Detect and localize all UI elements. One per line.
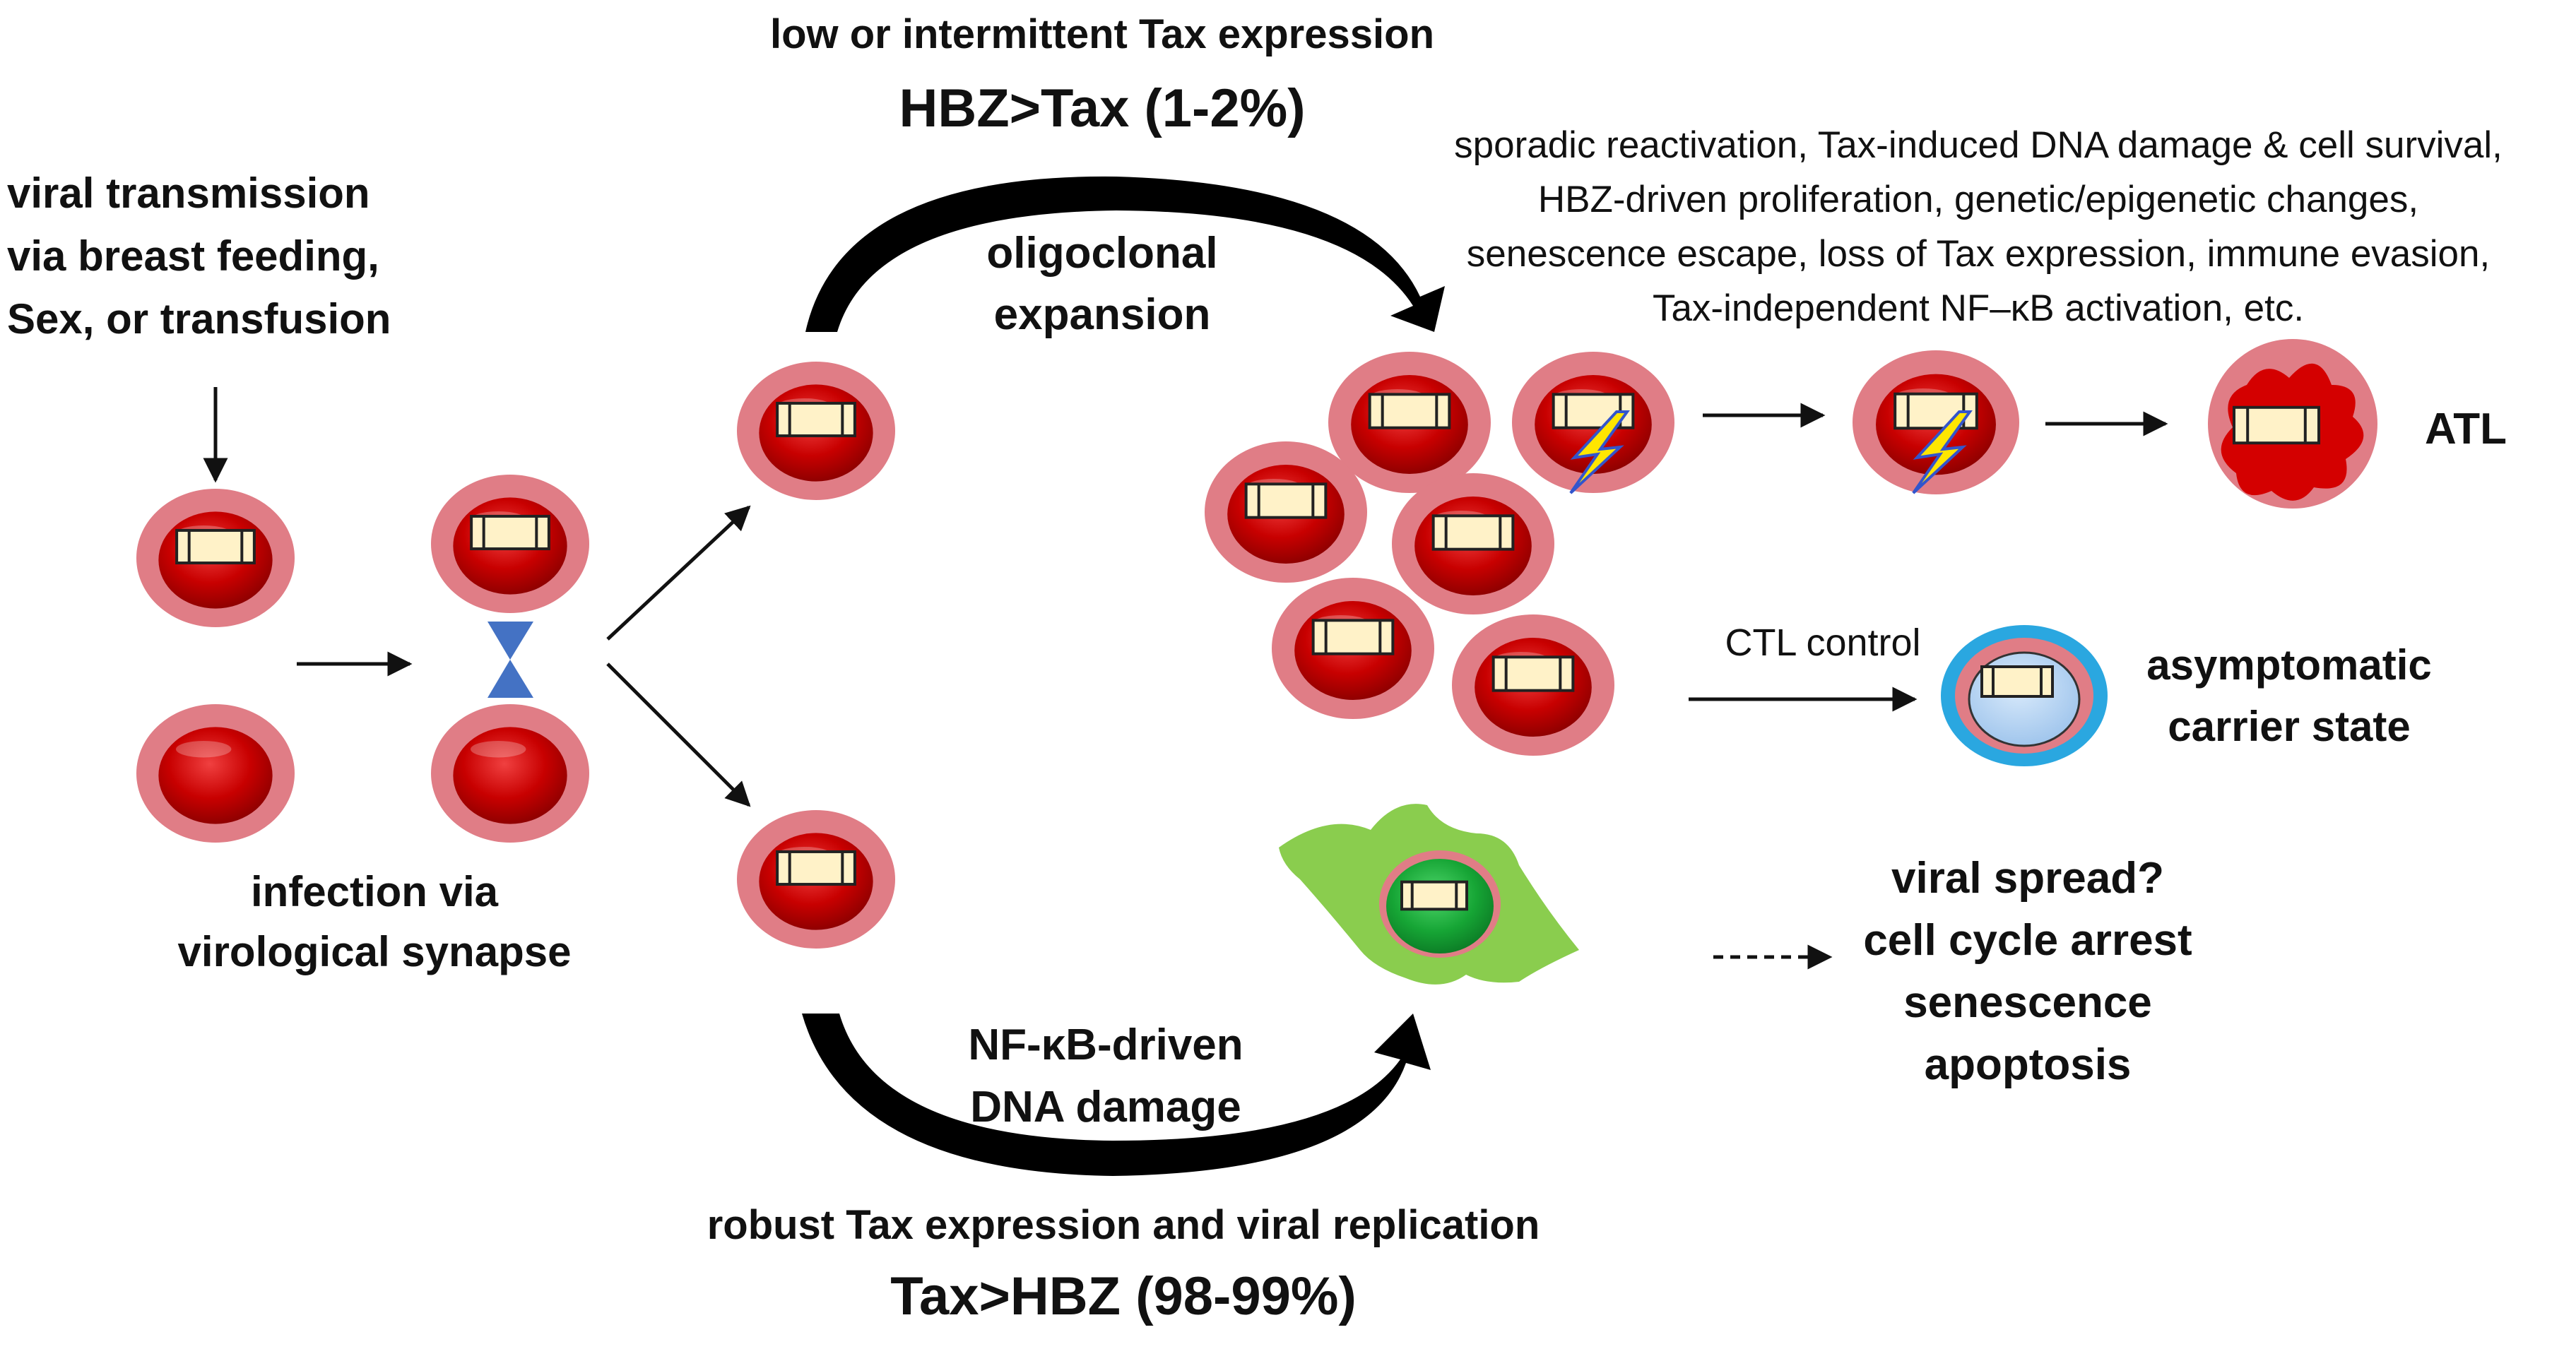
outcomes-label: viral spread? cell cycle arrest senescen… [1809,848,2247,1096]
infected-cell [737,810,895,949]
changes-line: HBZ-driven proliferation, genetic/epigen… [1537,178,2419,220]
infected-cell [1452,614,1614,756]
provirus-icon [1311,619,1395,655]
arrow [606,505,751,641]
infected-cell [1512,352,1674,494]
lightning-icon [1569,410,1630,494]
nfkb-line: NF-κB-driven [968,1021,1243,1069]
oligoclonal-line: expansion [993,290,1211,339]
outcome-line: viral spread? [1891,854,2164,903]
ctl-control-label: CTL control [1696,620,1950,667]
transmission-line: viral transmission [7,170,370,217]
infected-cell [1328,352,1491,493]
carrier-line: asymptomatic [2146,641,2432,689]
provirus-icon [1244,482,1328,519]
infected-cell [431,475,589,613]
bottom-line2: Tax>HBZ (98-99%) [890,1266,1357,1326]
changes-line: sporadic reactivation, Tax-induced DNA d… [1454,124,2503,166]
provirus-icon [1368,393,1451,429]
provirus-icon [1400,880,1468,911]
provirus-icon [1980,665,2054,698]
infected-cell [136,489,295,627]
atl-text: ATL [2425,405,2507,453]
arrow [606,662,751,807]
senescent-cell [1279,804,1579,985]
provirus-icon [470,514,550,551]
carrier-state-label: asymptomatic carrier state [2113,634,2466,757]
top-ratio-label: HBZ>Tax (1-2%) [820,76,1385,142]
nfkb-label: NF-κB-driven DNA damage [918,1014,1293,1139]
bottom-expression-label: robust Tax expression and viral replicat… [657,1201,1590,1251]
ctl-text: CTL control [1725,622,1921,664]
atl-cell [2208,339,2377,509]
provirus-icon [1431,514,1515,551]
infected-cell [737,362,895,500]
synapse-icon [488,622,533,698]
outcome-line: apoptosis [1924,1040,2132,1090]
top-expression-label: low or intermittent Tax expression [728,10,1477,60]
infected-cell [431,704,589,843]
outcome-line: senescence [1903,978,2152,1028]
arrows-layer [203,176,2168,1176]
provirus-icon [776,401,856,438]
oligoclonal-label: oligoclonal expansion [926,223,1279,346]
provirus-icon [1491,655,1575,692]
infected-cell [1205,441,1367,583]
changes-line: senescence escape, loss of Tax expressio… [1466,232,2491,275]
genetic-changes-list: sporadic reactivation, Tax-induced DNA d… [1385,119,2572,335]
atl-label: ATL [2416,403,2515,456]
provirus-icon [2233,405,2320,445]
provirus-icon [776,850,856,886]
lightning-icon [1912,410,1973,494]
ctl-controlled-cell [1941,625,2108,766]
cells-layer [136,339,2377,985]
infection-line: virological synapse [177,928,572,976]
transmission-line: via breast feeding, [7,232,379,280]
outcome-line: cell cycle arrest [1863,916,2192,965]
bottom-line1: robust Tax expression and viral replicat… [707,1202,1540,1248]
infected-cell [1392,473,1554,614]
transmission-label: viral transmission via breast feeding, S… [7,162,431,350]
transmission-line: Sex, or transfusion [7,295,391,343]
nfkb-line: DNA damage [970,1083,1241,1132]
provirus-icon [175,528,256,565]
carrier-line: carrier state [2168,703,2411,750]
curved-arrow-bottom [802,1014,1431,1176]
infected-cell [1272,578,1434,719]
infection-label: infection via virological synapse [155,862,593,982]
top-line2: HBZ>Tax (1-2%) [899,78,1306,138]
oligoclonal-line: oligoclonal [986,229,1218,278]
infected-cell [1853,350,2019,494]
curved-arrow-top [805,176,1445,332]
infection-line: infection via [250,868,499,915]
infected-cell [136,704,295,843]
changes-line: Tax-independent NF–κB activation, etc. [1652,287,2305,329]
top-line1: low or intermittent Tax expression [769,11,1434,57]
bottom-ratio-label: Tax>HBZ (98-99%) [813,1264,1434,1330]
